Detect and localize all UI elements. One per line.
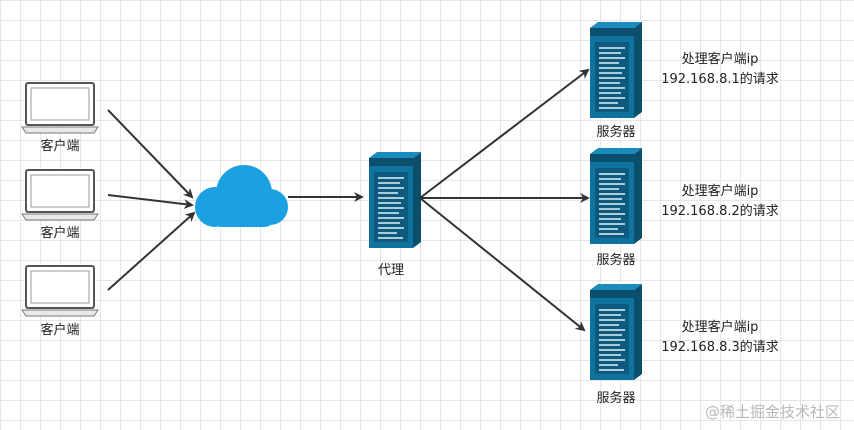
backend-server-icon [589, 21, 643, 119]
arrow-proxy-to-server [419, 197, 586, 332]
backend-server-icon [589, 147, 643, 245]
arrow-client-to-cloud [107, 194, 194, 210]
arrow-client-to-cloud [107, 109, 194, 199]
proxy-server-icon [368, 151, 422, 249]
server-note-line: 处理客户端ip [681, 320, 759, 335]
server-note: 处理客户端ip 192.168.8.1的请求 [640, 50, 800, 90]
client-label: 客户端 [40, 323, 80, 338]
server-note-line: 192.168.8.3的请求 [661, 340, 779, 355]
server-note-line: 处理客户端ip [681, 52, 759, 67]
server-note-line: 192.168.8.2的请求 [661, 204, 779, 219]
server-note-line: 192.168.8.1的请求 [661, 72, 779, 87]
cloud-icon [195, 165, 288, 227]
arrow-proxy-to-server [419, 68, 590, 199]
server-label: 服务器 [596, 391, 636, 406]
server-label: 服务器 [596, 125, 636, 140]
server-note: 处理客户端ip 192.168.8.2的请求 [640, 182, 800, 222]
client-laptop-icon [21, 265, 99, 317]
proxy-label: 代理 [377, 263, 404, 278]
server-label: 服务器 [596, 253, 636, 268]
arrow-client-to-cloud [107, 211, 196, 291]
client-label: 客户端 [40, 226, 80, 241]
client-laptop-icon [21, 169, 99, 221]
server-note-line: 处理客户端ip [681, 184, 759, 199]
server-note: 处理客户端ip 192.168.8.3的请求 [640, 318, 800, 358]
backend-server-icon [589, 283, 643, 381]
watermark: @稀土掘金技术社区 [704, 403, 840, 421]
client-laptop-icon [21, 82, 99, 134]
client-label: 客户端 [40, 139, 80, 154]
